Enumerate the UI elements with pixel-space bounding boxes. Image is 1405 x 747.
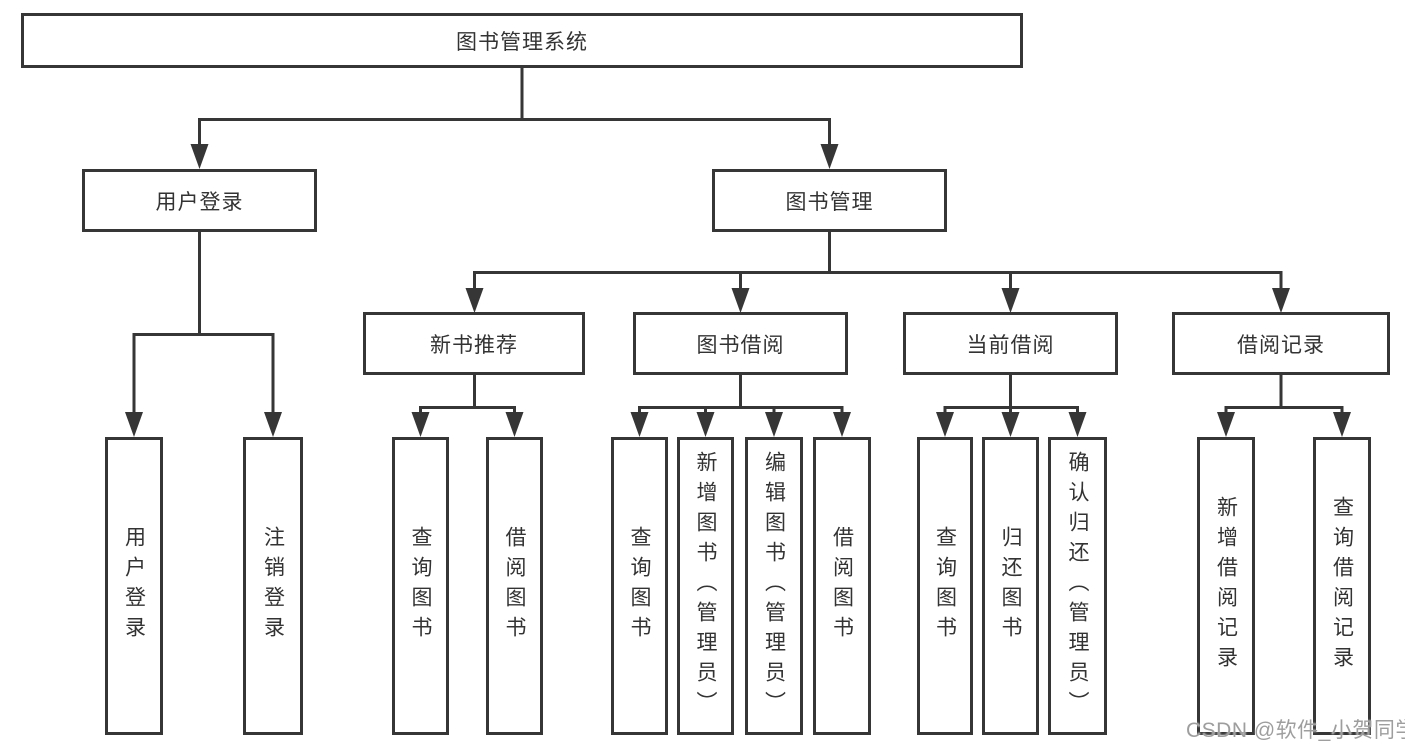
connector-root-to-level2: [190, 66, 839, 169]
connector-record-to-leaves: [1217, 375, 1351, 437]
node-library-management-system: 图书管理系统: [21, 13, 1023, 68]
connector-newbook-to-leaves: [411, 375, 524, 437]
leaf-return-books: 归还图书: [982, 437, 1039, 735]
csdn-watermark: CSDN @软件_小贺同学: [1186, 719, 1405, 742]
leaf-query-books-borrow: 查询图书: [611, 437, 668, 735]
connector-userlogin-to-leaves: [125, 232, 282, 437]
leaf-user-login: 用户登录: [105, 437, 163, 735]
leaf-borrow-books-borrow: 借阅图书: [813, 437, 871, 735]
node-user-login-branch: 用户登录: [82, 169, 317, 232]
leaf-borrow-books-newbook: 借阅图书: [486, 437, 543, 735]
leaf-query-books-newbook: 查询图书: [392, 437, 449, 735]
leaf-query-borrow-record: 查询借阅记录: [1313, 437, 1371, 735]
leaf-edit-book-admin: 编辑图书（管理员）: [745, 437, 803, 735]
leaf-logout: 注销登录: [243, 437, 303, 735]
leaf-add-book-admin: 新增图书（管理员）: [677, 437, 734, 735]
leaf-query-books-current: 查询图书: [917, 437, 973, 735]
connector-bookmgmt-to-level3: [465, 232, 1290, 313]
node-book-management-branch: 图书管理: [712, 169, 947, 232]
leaf-confirm-return-admin: 确认归还（管理员）: [1048, 437, 1107, 735]
leaf-add-borrow-record: 新增借阅记录: [1197, 437, 1255, 735]
node-book-borrowing: 图书借阅: [633, 312, 848, 375]
node-current-borrowing: 当前借阅: [903, 312, 1118, 375]
node-borrowing-records: 借阅记录: [1172, 312, 1390, 375]
connector-borrow-to-leaves: [630, 375, 851, 437]
connector-current-to-leaves: [936, 375, 1087, 437]
node-new-book-recommendation: 新书推荐: [363, 312, 585, 375]
